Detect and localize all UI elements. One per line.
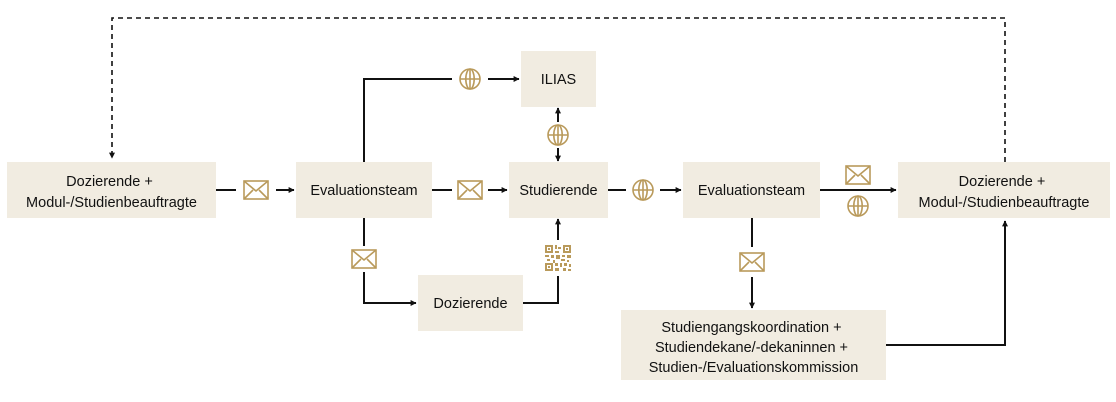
- globe-icon: [632, 179, 654, 201]
- edge-dozierende-to-studierende: [523, 276, 559, 304]
- node-ilias-label: ILIAS: [541, 72, 576, 88]
- globe-icon: [547, 124, 569, 146]
- node-dozierende-left-line-2: Modul-/Studienbeauftragte: [26, 195, 197, 211]
- node-kommission-line-3: Studien-/Evaluationskommission: [649, 360, 859, 376]
- svg-text:Studiengangskoordination +: Studiengangskoordination + Studiendekane…: [649, 320, 859, 376]
- node-ilias: ILIAS: [521, 51, 596, 107]
- node-dozierende-right-line-1: Dozierende +: [959, 174, 1046, 190]
- node-kommission: Studiengangskoordination + Studiendekane…: [621, 310, 886, 380]
- node-dozierende-left-line-1: Dozierende +: [66, 174, 153, 190]
- svg-text:Dozierende + Modul-/St: Dozierende + Modul-/Studienbeauftragte: [26, 174, 197, 211]
- node-dozierende-left: Dozierende + Modul-/Studienbeauftragte: [7, 162, 216, 218]
- edge-feedback-dashed: [109, 17, 1006, 162]
- envelope-icon: [739, 252, 765, 272]
- channel-icons: [243, 68, 871, 272]
- node-evaluationsteam-1: Evaluationsteam: [296, 162, 432, 218]
- svg-text:Dozierende + Modul-/St: Dozierende + Modul-/Studienbeauftragte: [919, 174, 1090, 211]
- envelope-icon: [457, 180, 483, 200]
- node-evaluationsteam-1-label: Evaluationsteam: [310, 183, 417, 199]
- nodes: Dozierende + Modul-/Studienbeauftragte E…: [7, 51, 1110, 380]
- globe-icon: [459, 68, 481, 90]
- envelope-icon: [243, 180, 269, 200]
- node-kommission-line-1: Studiengangskoordination +: [661, 320, 841, 336]
- edge-kommission-to-dozierende-right: [886, 220, 1008, 346]
- edge-evaluationsteam-to-ilias: [363, 78, 452, 162]
- node-dozierende-mid: Dozierende: [418, 275, 523, 331]
- qr-code-icon: [545, 245, 571, 271]
- node-evaluationsteam-2-label: Evaluationsteam: [698, 183, 805, 199]
- node-dozierende-right-line-2: Modul-/Studienbeauftragte: [919, 195, 1090, 211]
- node-dozierende-right: Dozierende + Modul-/Studienbeauftragte: [898, 162, 1110, 218]
- node-studierende-label: Studierende: [519, 183, 597, 199]
- node-studierende: Studierende: [509, 162, 608, 218]
- node-kommission-line-2: Studiendekane/-dekaninnen +: [655, 340, 848, 356]
- envelope-icon: [351, 249, 377, 269]
- edges: [109, 17, 1008, 346]
- edge-evaluationsteam-to-dozierende-arrow: [363, 272, 417, 306]
- node-evaluationsteam-2: Evaluationsteam: [683, 162, 820, 218]
- node-dozierende-mid-label: Dozierende: [433, 296, 507, 312]
- globe-icon: [847, 195, 869, 217]
- envelope-icon: [845, 165, 871, 185]
